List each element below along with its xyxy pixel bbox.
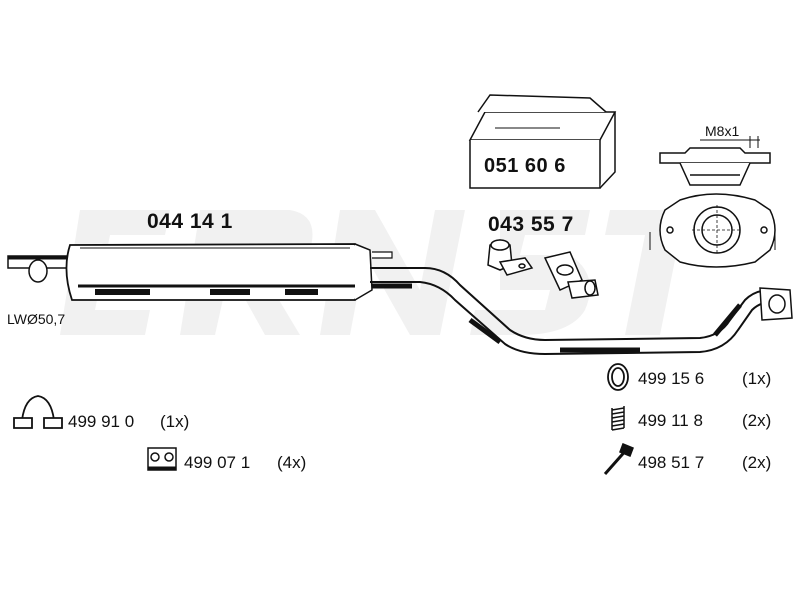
connector-part [487, 239, 599, 299]
rubber-hanger-icon [147, 447, 177, 471]
component-bolt-qty: (2x) [742, 453, 772, 472]
bolt-icon [603, 443, 634, 475]
component-clamp-number: 499 91 0 [68, 412, 135, 431]
inlet-pipe [7, 255, 69, 283]
kit-box [468, 94, 617, 189]
component-bolt-number: 498 51 7 [638, 453, 705, 472]
clamp-icon [13, 395, 63, 429]
muffler-body [65, 243, 393, 301]
component-hanger-qty: (4x) [277, 453, 307, 472]
exhaust-pipe [370, 267, 793, 356]
kit-box-part-number: 051 60 6 [484, 155, 566, 177]
gasket-ring-icon [607, 363, 629, 391]
lw-diameter-label: LWØ50,7 [7, 311, 66, 327]
component-gasket-number: 499 15 6 [638, 369, 705, 388]
component-gasket-qty: (1x) [742, 369, 772, 388]
component-spring-number: 499 11 8 [638, 411, 703, 430]
connector-part-number: 043 55 7 [488, 213, 574, 236]
muffler-part-number: 044 14 1 [147, 210, 233, 233]
component-clamp-qty: (1x) [160, 412, 190, 431]
flange-drawing [649, 136, 776, 268]
component-hanger-number: 499 07 1 [184, 453, 251, 472]
thread-label: M8x1 [705, 123, 740, 139]
spring-icon [611, 406, 625, 431]
component-spring-qty: (2x) [742, 411, 772, 430]
